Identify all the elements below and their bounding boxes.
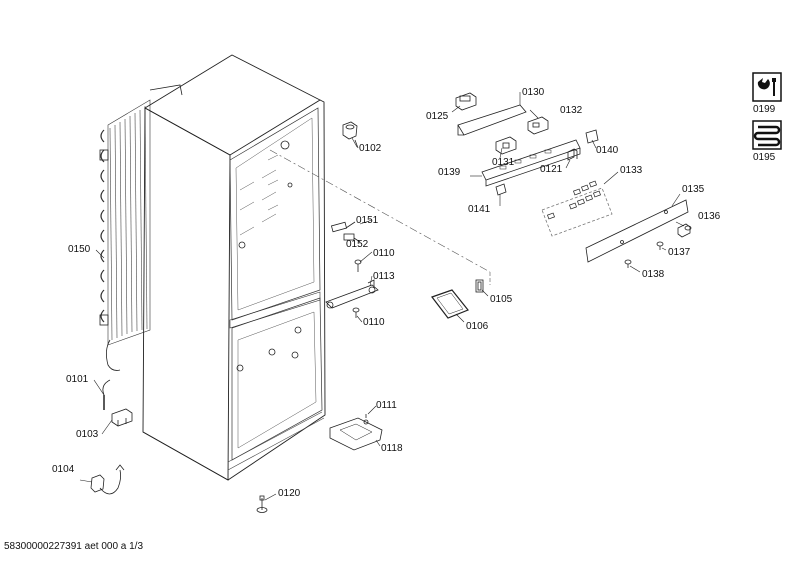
screw-0110 — [352, 259, 362, 318]
part-0103 — [111, 408, 133, 427]
document-footer: 58300000227391 aet 000 a 1/3 — [4, 541, 144, 552]
label-0106: 0106 — [466, 321, 489, 332]
label-0125: 0125 — [426, 111, 449, 122]
service-tool-icon — [752, 72, 782, 102]
screw-0120 — [256, 495, 268, 513]
part-0137 — [656, 241, 664, 250]
label-0152: 0152 — [346, 239, 369, 250]
sensor-0101 — [102, 379, 111, 410]
leader-lines — [79, 92, 685, 501]
label-0195: 0195 — [753, 152, 776, 163]
label-0150: 0150 — [68, 244, 91, 255]
label-0118: 0118 — [381, 443, 403, 454]
label-0102: 0102 — [359, 143, 382, 154]
label-0132: 0132 — [560, 105, 583, 116]
label-0135: 0135 — [682, 184, 705, 195]
label-0113: 0113 — [373, 271, 395, 282]
label-0141: 0141 — [468, 204, 491, 215]
board-0139 — [481, 139, 581, 187]
label-0120: 0120 — [278, 488, 301, 499]
label-0110-a: 0110 — [373, 248, 395, 259]
condenser-coil — [99, 84, 183, 371]
part-0102 — [342, 121, 359, 149]
hinge-0113 — [325, 279, 379, 309]
part-0125 — [455, 92, 477, 111]
cover-0130 — [457, 104, 527, 136]
label-0105: 0105 — [490, 294, 513, 305]
strip-0135 — [585, 199, 689, 263]
label-0140: 0140 — [596, 145, 619, 156]
heating-coil-icon — [752, 120, 782, 150]
label-0110-b: 0110 — [363, 317, 385, 328]
label-0199: 0199 — [753, 104, 776, 115]
part-0138 — [624, 259, 632, 268]
label-0131: 0131 — [492, 157, 515, 168]
label-0104: 0104 — [52, 464, 75, 475]
part-0131 — [495, 136, 517, 155]
label-0130: 0130 — [522, 87, 545, 98]
part-0136 — [677, 223, 692, 238]
label-0101: 0101 — [66, 374, 89, 385]
buttons-0133 — [541, 180, 613, 237]
label-0133: 0133 — [620, 165, 643, 176]
cabinet-body — [142, 54, 326, 481]
label-0138: 0138 — [642, 269, 665, 280]
label-0137: 0137 — [668, 247, 691, 258]
part-0140 — [585, 129, 599, 144]
part-0141 — [495, 183, 507, 196]
power-cord-0104 — [90, 464, 125, 495]
bracket-0118 — [329, 414, 383, 451]
label-0139: 0139 — [438, 167, 461, 178]
part-0105 — [475, 279, 484, 293]
label-0136: 0136 — [698, 211, 721, 222]
label-0111: 0111 — [376, 400, 397, 411]
label-0103: 0103 — [76, 429, 99, 440]
clip-0121 — [567, 148, 578, 161]
seal-0106 — [431, 289, 469, 319]
part-0132 — [527, 116, 549, 135]
assembly-line — [269, 149, 491, 273]
label-0121: 0121 — [540, 164, 563, 175]
label-0151: 0151 — [356, 215, 379, 226]
part-0151-0152 — [330, 221, 361, 243]
